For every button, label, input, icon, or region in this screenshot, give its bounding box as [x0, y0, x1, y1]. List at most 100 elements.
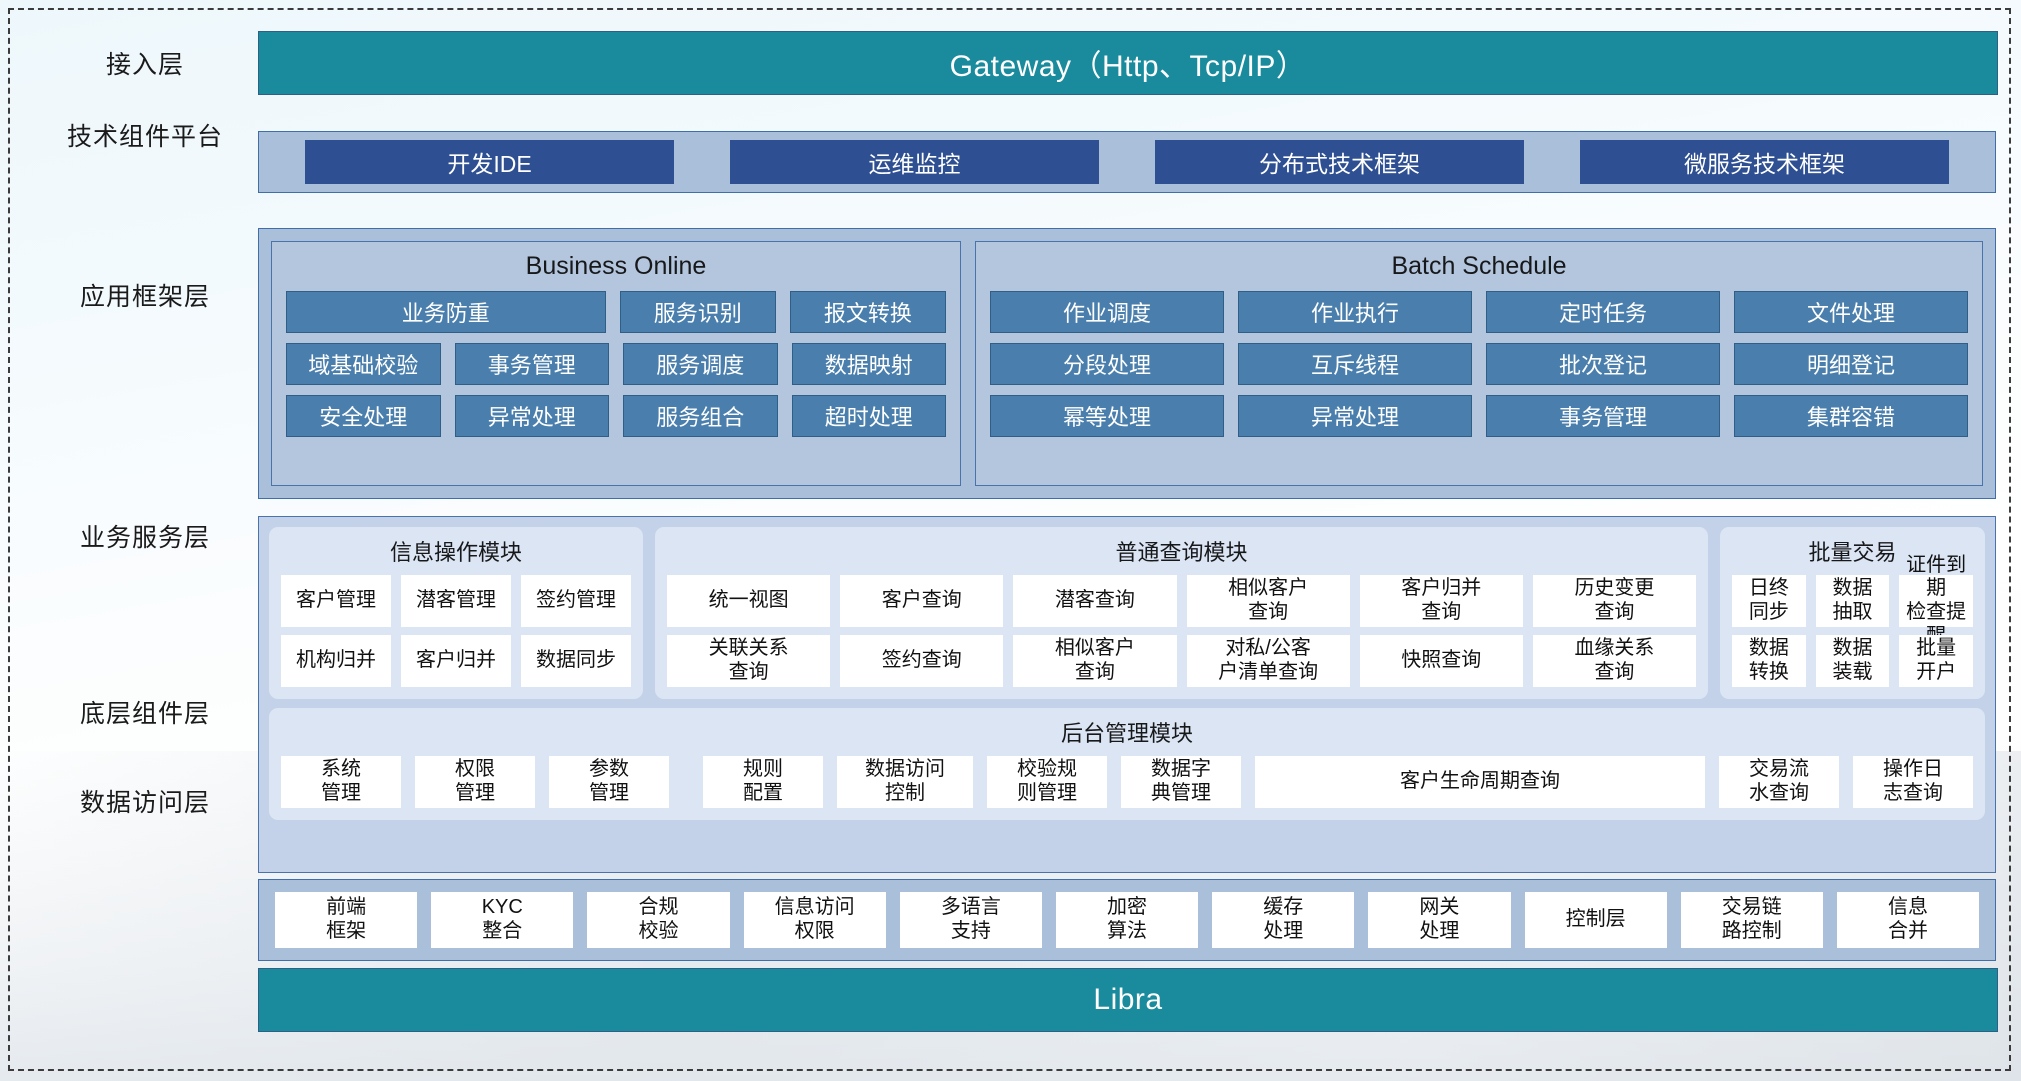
fw-chip-file-handling[interactable]: 文件处理 — [1734, 291, 1968, 333]
tech-chip-microservice[interactable]: 微服务技术框架 — [1580, 140, 1949, 184]
cell-contract-mgmt[interactable]: 签约管理 — [521, 575, 631, 627]
comp-cell-control-layer[interactable]: 控制层 — [1524, 892, 1667, 948]
comp-cell-multilanguage-support[interactable]: 多语言 支持 — [899, 892, 1042, 948]
fw-chip-job-schedule[interactable]: 作业调度 — [990, 291, 1224, 333]
comp-cell-frontend-framework[interactable]: 前端 框架 — [275, 892, 418, 948]
batch-schedule-row: 幂等处理 异常处理 事务管理 集群容错 — [990, 395, 1968, 437]
fw-chip-batch-registration[interactable]: 批次登记 — [1486, 343, 1720, 385]
tech-chip-ops[interactable]: 运维监控 — [730, 140, 1099, 184]
fw-chip-timeout-handling[interactable]: 超时处理 — [791, 395, 946, 437]
query-module-row: 统一视图 客户查询 潜客查询 相似客户 查询 客户归并 查询 历史变更 查询 — [667, 575, 1697, 627]
module-title-backend-management: 后台管理模块 — [1060, 721, 1193, 746]
fw-chip-exception-handling[interactable]: 异常处理 — [454, 395, 609, 437]
module-title-info-operation: 信息操作模块 — [389, 540, 522, 565]
fw-chip-detail-registration[interactable]: 明细登记 — [1734, 343, 1968, 385]
module-card-backend-management: 后台管理模块 系统 管理 权限 管理 参数 管理 规则 配置 数据访问 控制 校… — [269, 708, 1985, 820]
cell-data-extract[interactable]: 数据 抽取 — [1815, 575, 1890, 627]
fw-chip-transaction-mgmt[interactable]: 事务管理 — [454, 343, 609, 385]
tech-chip-ide[interactable]: 开发IDE — [305, 140, 674, 184]
fw-chip-service-dispatch[interactable]: 服务调度 — [623, 343, 778, 385]
component-layer-band: 前端 框架 KYC 整合 合规 校验 信息访问 权限 多语言 支持 加密 算法 … — [258, 879, 1996, 961]
cell-parameter-mgmt[interactable]: 参数 管理 — [549, 756, 669, 808]
fw-chip-idempotent-handling[interactable]: 幂等处理 — [990, 395, 1224, 437]
fw-chip-mutex-thread[interactable]: 互斥线程 — [1238, 343, 1472, 385]
fw-chip-job-execute[interactable]: 作业执行 — [1238, 291, 1472, 333]
cell-prospect-mgmt[interactable]: 潜客管理 — [401, 575, 511, 627]
group-title-batch-schedule: Batch Schedule — [1391, 252, 1567, 280]
libra-bar[interactable]: Libra — [258, 968, 1998, 1032]
cell-contract-query[interactable]: 签约查询 — [840, 635, 1004, 687]
batch-module-row: 日终 同步 数据 抽取 证件到期 检查提醒 — [1732, 554, 1974, 647]
cell-history-change-query[interactable]: 历史变更 查询 — [1532, 575, 1697, 627]
cell-similar-customer-query-2[interactable]: 相似客户 查询 — [1013, 635, 1177, 687]
cell-customer-mgmt[interactable]: 客户管理 — [281, 575, 391, 627]
business-online-row: 安全处理 异常处理 服务组合 超时处理 — [286, 395, 946, 437]
app-framework-group-business-online: Business Online 业务防重 服务识别 报文转换 域基础校验 事务管… — [271, 241, 961, 486]
comp-cell-info-merge[interactable]: 信息 合并 — [1836, 892, 1980, 948]
tech-chip-distributed[interactable]: 分布式技术框架 — [1155, 140, 1524, 184]
comp-cell-compliance-check[interactable]: 合规 校验 — [587, 892, 730, 948]
cell-data-transform[interactable]: 数据 转换 — [1732, 635, 1806, 687]
cell-data-access-control[interactable]: 数据访问 控制 — [837, 756, 973, 808]
cell-customer-merge-query[interactable]: 客户归并 查询 — [1359, 575, 1523, 627]
fw-chip-domain-validation[interactable]: 域基础校验 — [286, 343, 441, 385]
cell-batch-account-open[interactable]: 批量 开户 — [1899, 635, 1974, 687]
comp-cell-encryption-algorithm[interactable]: 加密 算法 — [1055, 892, 1199, 948]
fw-chip-batch-transaction[interactable]: 事务管理 — [1486, 395, 1720, 437]
cell-retail-corporate-list-query[interactable]: 对私/公客 户清单查询 — [1186, 635, 1350, 687]
cell-customer-lifecycle-query[interactable]: 客户生命周期查询 — [1255, 756, 1705, 808]
fw-chip-data-mapping[interactable]: 数据映射 — [791, 343, 946, 385]
fw-chip-business-dedup[interactable]: 业务防重 — [286, 291, 606, 333]
cell-org-merge[interactable]: 机构归并 — [281, 635, 391, 687]
fw-chip-batch-exception[interactable]: 异常处理 — [1238, 395, 1472, 437]
cell-similar-customer-query-1[interactable]: 相似客户 查询 — [1186, 575, 1350, 627]
cell-validation-rule-mgmt[interactable]: 校验规 则管理 — [987, 756, 1107, 808]
cell-unified-view[interactable]: 统一视图 — [667, 575, 831, 627]
fw-chip-cluster-fault-tolerance[interactable]: 集群容错 — [1734, 395, 1968, 437]
cell-snapshot-query[interactable]: 快照查询 — [1359, 635, 1523, 687]
fw-chip-segment-processing[interactable]: 分段处理 — [990, 343, 1224, 385]
cell-lineage-query[interactable]: 血缘关系 查询 — [1532, 635, 1697, 687]
cell-prospect-query[interactable]: 潜客查询 — [1013, 575, 1177, 627]
layer-label-appfw: 应用框架层 — [79, 283, 210, 311]
cell-data-load[interactable]: 数据 装载 — [1815, 635, 1890, 687]
query-module-rows: 统一视图 客户查询 潜客查询 相似客户 查询 客户归并 查询 历史变更 查询 关… — [667, 575, 1697, 687]
module-card-info-operation: 信息操作模块 客户管理 潜客管理 签约管理 机构归并 客户归并 数据同步 — [269, 527, 643, 699]
cell-relationship-query[interactable]: 关联关系 查询 — [667, 635, 831, 687]
app-framework-band: Business Online 业务防重 服务识别 报文转换 域基础校验 事务管… — [258, 228, 1996, 499]
cell-data-dictionary-mgmt[interactable]: 数据字 典管理 — [1121, 756, 1241, 808]
fw-chip-service-identify[interactable]: 服务识别 — [619, 291, 776, 333]
cell-transaction-flow-query[interactable]: 交易流 水查询 — [1719, 756, 1839, 808]
cell-customer-query[interactable]: 客户查询 — [840, 575, 1004, 627]
gateway-bar[interactable]: Gateway（Http、Tcp/IP） — [258, 31, 1998, 95]
business-service-band: 信息操作模块 客户管理 潜客管理 签约管理 机构归并 客户归并 数据同步 — [258, 516, 1996, 873]
business-online-rows: 业务防重 服务识别 报文转换 域基础校验 事务管理 服务调度 数据映射 安全处理… — [286, 291, 946, 437]
cell-data-sync[interactable]: 数据同步 — [521, 635, 631, 687]
batch-module-row: 数据 转换 数据 装载 批量 开户 — [1732, 635, 1974, 687]
cell-customer-merge[interactable]: 客户归并 — [401, 635, 511, 687]
cell-rule-config[interactable]: 规则 配置 — [703, 756, 823, 808]
cell-operation-log-query[interactable]: 操作日 志查询 — [1853, 756, 1973, 808]
fw-chip-security-handling[interactable]: 安全处理 — [286, 395, 441, 437]
fw-chip-service-composition[interactable]: 服务组合 — [623, 395, 778, 437]
info-module-row: 机构归并 客户归并 数据同步 — [281, 635, 631, 687]
module-card-common-query: 普通查询模块 统一视图 客户查询 潜客查询 相似客户 查询 客户归并 查询 历史… — [655, 527, 1708, 699]
cell-eod-sync[interactable]: 日终 同步 — [1732, 575, 1806, 627]
backend-module-row: 系统 管理 权限 管理 参数 管理 规则 配置 数据访问 控制 校验规 则管理 … — [281, 756, 1973, 808]
layer-label-biz: 业务服务层 — [79, 524, 210, 552]
fw-chip-message-transform[interactable]: 报文转换 — [789, 291, 946, 333]
comp-cell-cache-handling[interactable]: 缓存 处理 — [1212, 892, 1355, 948]
cell-cert-expiry-alert[interactable]: 证件到期 检查提醒 — [1899, 554, 1974, 647]
business-online-row: 域基础校验 事务管理 服务调度 数据映射 — [286, 343, 946, 385]
cell-permission-mgmt[interactable]: 权限 管理 — [415, 756, 535, 808]
fw-chip-timed-task[interactable]: 定时任务 — [1486, 291, 1720, 333]
comp-cell-info-access-permission[interactable]: 信息访问 权限 — [743, 892, 886, 948]
batch-schedule-row: 作业调度 作业执行 定时任务 文件处理 — [990, 291, 1968, 333]
cell-system-mgmt[interactable]: 系统 管理 — [281, 756, 401, 808]
layer-label-tech: 技术组件平台 — [66, 123, 223, 151]
comp-cell-transaction-link-control[interactable]: 交易链 路控制 — [1680, 892, 1823, 948]
comp-cell-gateway-handling[interactable]: 网关 处理 — [1368, 892, 1511, 948]
comp-cell-kyc-integration[interactable]: KYC 整合 — [431, 892, 574, 948]
batch-schedule-row: 分段处理 互斥线程 批次登记 明细登记 — [990, 343, 1968, 385]
